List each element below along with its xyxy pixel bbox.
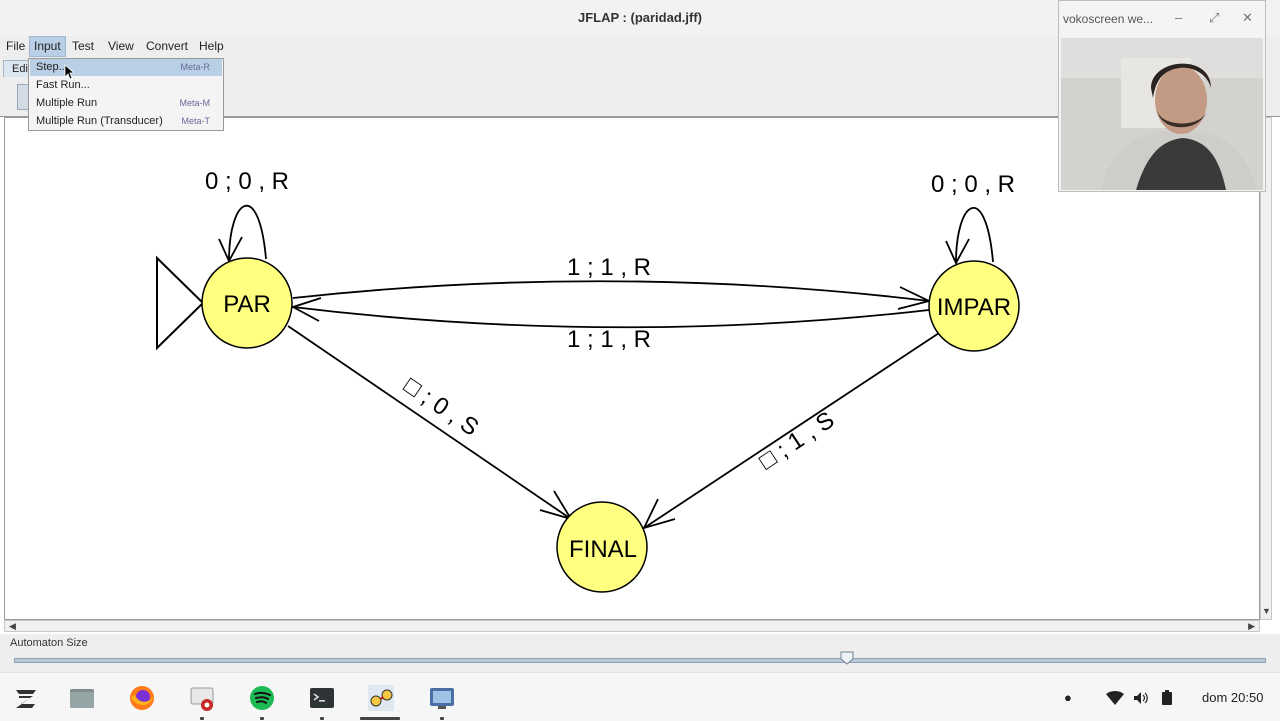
firefox-icon[interactable] [129,685,155,711]
horizontal-scrollbar[interactable]: ◀ ▶ [4,620,1260,632]
transition-impar-impar [955,207,994,264]
menu-item-step-label: Step... [36,61,68,73]
arrowhead-impar-par [290,297,322,322]
transition-label-impar-par: 1 ; 1 , R [567,326,651,353]
webcam-window[interactable]: vokoscreen we... – ⤢ ✕ [1058,0,1266,192]
state-impar-label: IMPAR [937,294,1011,321]
menu-item-multiple-run-shortcut: Meta-M [179,98,210,108]
recording-indicator-icon[interactable]: ● [1064,690,1072,705]
terminal-icon[interactable] [309,685,335,711]
state-par-circle[interactable] [201,257,293,349]
menubar: File Input Test View Convert Help [0,36,1280,58]
mouse-cursor-icon [64,64,74,80]
maximize-icon[interactable]: ⤢ [1209,10,1220,25]
transition-par-impar [292,280,930,302]
running-indicator [200,717,204,720]
state-final-label: FINAL [569,536,637,563]
menu-test[interactable]: Test [72,39,95,53]
menu-view[interactable]: View [108,39,134,53]
menu-item-step-shortcut: Meta-R [180,62,210,72]
initial-state-marker [156,255,205,351]
transition-label-impar-impar: 0 ; 0 , R [931,171,1015,198]
wifi-icon[interactable] [1106,691,1124,705]
transition-label-par-impar: 1 ; 1 , R [567,254,651,281]
active-app-indicator [360,717,400,720]
menu-item-fast-run[interactable]: Fast Run... [30,77,222,94]
transition-label-par-par: 0 ; 0 , R [205,168,289,195]
scroll-right-icon[interactable]: ▶ [1248,621,1255,631]
webcam-title: vokoscreen we... [1063,12,1154,26]
running-indicator [260,717,264,720]
volume-icon[interactable] [1133,691,1149,705]
automaton-canvas[interactable]: PAR IMPAR FINAL 0 ; 0 , R 0 ; 0 , R 1 ; … [4,117,1260,620]
menu-item-multiple-run-label: Multiple Run [36,97,98,109]
files-icon[interactable] [69,685,95,711]
menu-file[interactable]: File [6,39,26,53]
screen-recorder-icon[interactable] [189,685,215,711]
jflap-icon[interactable] [368,685,394,711]
window-title: JFLAP : (paridad.jff) [578,10,702,25]
menu-item-multiple-run[interactable]: Multiple Run Meta-M [30,95,222,112]
menu-item-multiple-run-transducer-label: Multiple Run (Transducer) [36,115,163,127]
menu-item-multiple-run-transducer-shortcut: Meta-T [181,116,210,126]
transition-label-impar-final: □ ; 1 , S [754,406,839,475]
menu-help[interactable]: Help [199,39,224,53]
menu-item-multiple-run-transducer[interactable]: Multiple Run (Transducer) Meta-T [30,113,222,130]
transition-impar-final [643,332,940,529]
menu-convert[interactable]: Convert [146,39,189,53]
vertical-scrollbar[interactable]: ▼ [1260,117,1272,620]
transition-impar-par [292,306,930,329]
automaton-size-label: Automaton Size [10,637,88,649]
webcam-feed [1061,38,1263,190]
transition-par-par [228,205,267,262]
automaton-size-slider-knob[interactable] [840,651,854,665]
automaton-size-slider-track[interactable] [14,658,1266,663]
automaton-diagram: PAR IMPAR FINAL 0 ; 0 , R 0 ; 0 , R 1 ; … [156,168,1020,593]
state-par-label: PAR [223,291,271,318]
automaton-size-panel: Automaton Size [0,634,1280,672]
clock[interactable]: dom 20:50 [1202,690,1264,705]
running-indicator [320,717,324,720]
menu-item-step[interactable]: Step... Meta-R [30,59,222,76]
scroll-down-icon[interactable]: ▼ [1262,606,1271,616]
taskbar: ● dom 20:50 [0,672,1280,721]
state-impar-circle[interactable] [928,260,1020,352]
input-menu-dropdown: Step... Meta-R Fast Run... Multiple Run … [28,58,224,131]
menu-input[interactable]: Input [29,36,66,57]
zorin-menu-icon[interactable] [13,685,39,711]
arrowhead-impar-final [642,498,676,530]
arrowhead-impar-impar [945,238,970,266]
state-final-circle[interactable] [556,501,648,593]
close-icon[interactable]: ✕ [1242,10,1253,25]
minimize-icon[interactable]: – [1175,10,1183,25]
virt-manager-icon[interactable] [429,685,455,711]
transition-par-final [287,325,572,520]
menu-item-fast-run-label: Fast Run... [36,79,90,91]
running-indicator [440,717,444,720]
spotify-icon[interactable] [249,685,275,711]
battery-icon[interactable] [1162,690,1172,705]
scroll-left-icon[interactable]: ◀ [9,621,16,631]
